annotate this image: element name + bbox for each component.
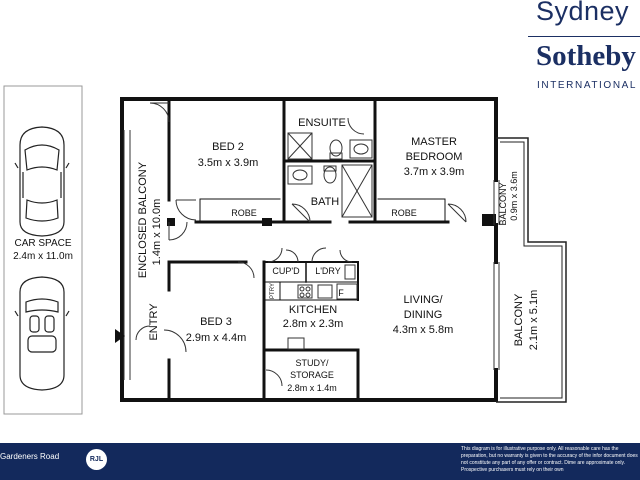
ensuite-fixtures (287, 132, 373, 160)
sliding-doors (123, 130, 500, 380)
brand-subtitle: INTERNATIONAL RE (537, 80, 640, 91)
cupd-label: CUP'D (272, 266, 300, 276)
balconies (496, 137, 567, 403)
bed2-size: 3.5m x 3.9m (198, 157, 259, 169)
floor-plan: CAR SPACE 2.4m x 11.0m BED 2 3.5m x 3.9m… (3, 85, 567, 415)
bath-label: BATH (311, 196, 340, 208)
balcony-large-size: 2.1m x 5.1m (528, 290, 540, 351)
master-size: 3.7m x 3.9m (404, 166, 465, 178)
balcony-small-size: 0.9m x 3.6m (509, 171, 519, 221)
fridge-label: F (338, 288, 344, 298)
entry-label: ENTRY (148, 303, 160, 341)
footer-street: Gardeners Road (0, 452, 60, 461)
robe-right-label: ROBE (391, 208, 417, 218)
living-label-2: DINING (404, 309, 443, 321)
car-icon-top (14, 126, 70, 237)
brand-name: Sotheby (536, 40, 636, 72)
living-size: 4.3m x 5.8m (393, 324, 454, 336)
enclosed-balcony-label: ENCLOSED BALCONY (137, 161, 149, 278)
kitchen-label: KITCHEN (289, 304, 337, 316)
kitchen-fixtures (287, 264, 358, 350)
master-label-2: BEDROOM (406, 151, 463, 163)
enclosed-balcony-size: 1.4m x 10.0m (151, 199, 163, 266)
car-space-outline (3, 85, 83, 415)
brand-city: Sydney (536, 0, 630, 26)
bed3-size: 2.9m x 4.4m (186, 332, 247, 344)
study-size: 2.8m x 1.4m (287, 383, 337, 393)
balcony-large-label: BALCONY (513, 293, 525, 346)
footer-logo: RJL (86, 449, 107, 470)
balcony-small-label: BALCONY (498, 182, 508, 225)
walls (120, 97, 498, 402)
footer-disclaimer: This diagram is for illustrative purpose… (461, 446, 638, 473)
ptry-label: PTRY (270, 283, 276, 299)
entry-arrow-icon (115, 329, 125, 343)
car-space-size: 2.4m x 11.0m (13, 251, 73, 262)
brand-divider (528, 36, 640, 37)
wall-blocks (167, 214, 496, 226)
ldry-label: L'DRY (315, 266, 341, 276)
footer-bar: Gardeners Road RJL This diagram is for i… (0, 443, 640, 480)
ensuite-label: ENSUITE (298, 117, 346, 129)
bed3-label: BED 3 (200, 316, 232, 328)
car-space-label: CAR SPACE (14, 238, 71, 249)
living-label-1: LIVING/ (403, 294, 443, 306)
car-icon-bottom (14, 276, 70, 391)
kitchen-size: 2.8m x 2.3m (283, 318, 344, 330)
door-swings (135, 102, 467, 387)
study-label-1: STUDY/ (295, 358, 329, 368)
study-label-2: STORAGE (290, 370, 334, 380)
master-label-1: MASTER (411, 136, 457, 148)
robe-left-label: ROBE (231, 208, 257, 218)
bed2-label: BED 2 (212, 141, 244, 153)
bath-fixtures (287, 164, 373, 218)
